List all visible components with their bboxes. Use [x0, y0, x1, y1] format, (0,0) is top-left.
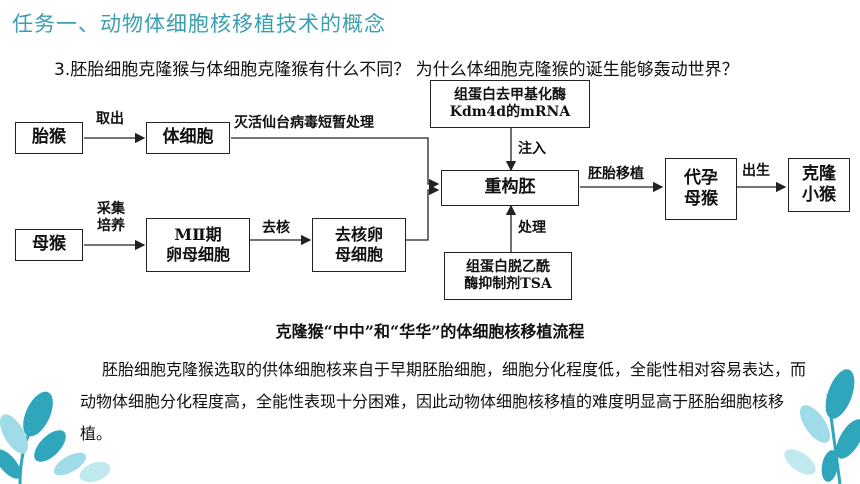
label-treat: 处理	[518, 220, 546, 236]
decorative-leaves-left	[0, 391, 111, 484]
box-label: 去核卵 母细胞	[334, 225, 383, 264]
box-enucleated-oocyte: 去核卵 母细胞	[312, 218, 406, 272]
label-take-out: 取出	[96, 111, 124, 127]
box-oocyte-mii: MⅡ期 卵母细胞	[146, 218, 250, 272]
label-enucleate: 去核	[262, 220, 290, 236]
leaf-icon	[0, 391, 111, 484]
box-somatic-cell: 体细胞	[146, 122, 230, 154]
leaf-icon	[784, 369, 860, 484]
arrow-somatic-to-embryo	[231, 137, 440, 190]
box-kdm4d-mrna: 组蛋白去甲基化酶 Kdm4d的mRNA	[430, 80, 590, 128]
box-label: 代孕 母猴	[684, 167, 718, 209]
box-surrogate-mother: 代孕 母猴	[665, 158, 737, 220]
label-birth: 出生	[742, 163, 770, 179]
box-label: MⅡ期 卵母细胞	[165, 225, 230, 264]
label-inject: 注入	[518, 141, 546, 157]
explanation-text: 胚胎细胞克隆猴选取的供体细胞核来自于早期胚胎细胞，细胞分化程度低，全能性相对容易…	[80, 360, 807, 443]
box-label: 母猴	[32, 234, 66, 255]
box-tsa: 组蛋白脱乙酰 酶抑制剂TSA	[444, 252, 572, 300]
box-reconstructed-embryo: 重构胚	[441, 170, 579, 206]
box-label: 组蛋白脱乙酰 酶抑制剂TSA	[464, 258, 552, 293]
label-inactivated-virus: 灭活仙台病毒短暂处理	[234, 115, 374, 131]
box-mother-monkey: 母猴	[15, 229, 83, 261]
box-label: 克隆 小猴	[802, 163, 836, 205]
label-collect-culture: 采集 培养	[97, 201, 125, 234]
box-fetal-monkey: 胎猴	[15, 122, 83, 154]
label-embryo-transfer: 胚胎移植	[588, 166, 644, 182]
question-text: 3.胚胎细胞克隆猴与体细胞克隆猴有什么不同？ 为什么体细胞克隆猴的诞生能够轰动世…	[54, 60, 739, 80]
decorative-leaves-right	[784, 369, 860, 484]
box-label: 体细胞	[162, 127, 214, 148]
box-cloned-monkey: 克隆 小猴	[788, 158, 850, 212]
arrow-enucleated-to-embryo	[406, 184, 440, 241]
box-label: 胎猴	[32, 127, 66, 148]
box-label: 组蛋白去甲基化酶 Kdm4d的mRNA	[449, 86, 571, 121]
flowchart-caption: 克隆猴“中中”和“华华”的体细胞核移植流程	[275, 322, 585, 341]
page-title: 任务一、动物体细胞核移植技术的概念	[12, 12, 386, 36]
box-label: 重构胚	[484, 177, 536, 198]
